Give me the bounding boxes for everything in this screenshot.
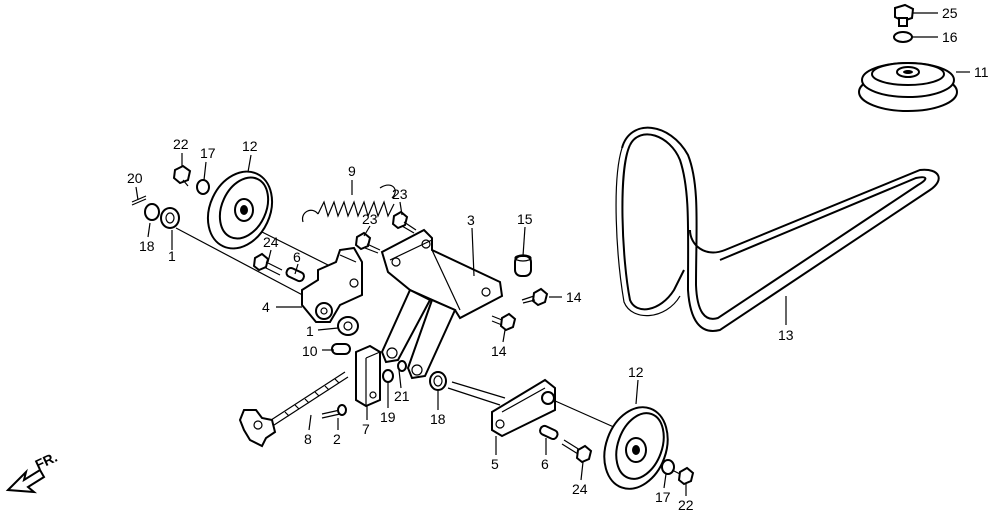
callout-1-upper: 1 bbox=[168, 248, 176, 264]
spring-9 bbox=[301, 184, 396, 223]
callout-9: 9 bbox=[348, 163, 356, 179]
callout-22-lower: 22 bbox=[678, 497, 694, 513]
callout-13: 13 bbox=[778, 327, 794, 343]
idler-bracket-5 bbox=[491, 378, 556, 438]
bolt-14-b bbox=[491, 312, 517, 332]
callout-17-lower: 17 bbox=[655, 489, 671, 505]
pulley-11 bbox=[858, 62, 958, 112]
callout-23-b: 23 bbox=[362, 211, 378, 227]
callout-12-lower: 12 bbox=[628, 364, 644, 380]
washer-18-upper bbox=[144, 203, 160, 221]
callout-3: 3 bbox=[467, 212, 475, 228]
block-7 bbox=[355, 344, 381, 408]
callout-25: 25 bbox=[942, 5, 958, 21]
callout-4: 4 bbox=[262, 299, 270, 315]
pin-2 bbox=[321, 404, 347, 419]
callout-leaders bbox=[135, 12, 970, 496]
bolt-23-a bbox=[391, 210, 417, 234]
callout-6-upper: 6 bbox=[293, 249, 301, 265]
callout-5: 5 bbox=[491, 456, 499, 472]
callout-18-lower: 18 bbox=[430, 411, 446, 427]
washer-17-lower bbox=[661, 459, 675, 475]
collar-10 bbox=[331, 343, 351, 355]
shaft bbox=[447, 387, 501, 406]
bolt-24-upper bbox=[252, 252, 283, 276]
callout-15: 15 bbox=[517, 211, 533, 227]
callout-7: 7 bbox=[362, 421, 370, 437]
direction-label: FR. bbox=[33, 449, 60, 473]
callout-20: 20 bbox=[127, 170, 143, 186]
collar-15 bbox=[514, 254, 532, 277]
bolt-22-lower bbox=[671, 466, 695, 486]
callout-14-a: 14 bbox=[566, 289, 582, 305]
callout-12-upper: 12 bbox=[242, 138, 258, 154]
washer-17-upper bbox=[196, 179, 210, 195]
washer-16 bbox=[893, 31, 913, 43]
callout-numbers: 25 16 11 13 9 22 17 12 20 18 1 24 6 4 1 … bbox=[127, 5, 989, 513]
callout-17-upper: 17 bbox=[200, 145, 216, 161]
washer-21 bbox=[397, 360, 407, 372]
main-bracket-3 bbox=[380, 228, 504, 380]
callout-8: 8 bbox=[304, 431, 312, 447]
washer-18-lower bbox=[429, 371, 447, 391]
callout-10: 10 bbox=[302, 343, 318, 359]
drive-pulley-assembly bbox=[858, 3, 958, 112]
bushing-1-lower bbox=[337, 316, 359, 336]
callout-11: 11 bbox=[974, 64, 989, 80]
callout-24-upper: 24 bbox=[263, 234, 279, 250]
callout-21: 21 bbox=[394, 388, 410, 404]
idler-pulley-12-lower bbox=[603, 406, 669, 490]
collar-6-upper bbox=[285, 266, 305, 283]
tension-arm-bracket-4 bbox=[301, 246, 363, 323]
adjusting-bolt-8 bbox=[238, 371, 349, 448]
callout-2: 2 bbox=[333, 431, 341, 447]
washer-19 bbox=[382, 369, 394, 383]
callout-14-b: 14 bbox=[491, 343, 507, 359]
callout-18-upper: 18 bbox=[139, 238, 155, 254]
callout-23-a: 23 bbox=[392, 186, 408, 202]
callout-24-lower: 24 bbox=[572, 481, 588, 497]
belt-13 bbox=[615, 126, 940, 332]
callout-1-lower: 1 bbox=[306, 323, 314, 339]
callout-19: 19 bbox=[380, 409, 396, 425]
idler-pulley-12-upper bbox=[206, 170, 274, 250]
callout-22-upper: 22 bbox=[173, 136, 189, 152]
bolt-22-upper bbox=[172, 164, 192, 187]
bushing-1-upper bbox=[160, 207, 180, 229]
bolt-14-a bbox=[521, 287, 549, 307]
bolt-23-b bbox=[354, 231, 381, 254]
callout-16: 16 bbox=[942, 29, 958, 45]
collar-6-lower bbox=[539, 424, 559, 441]
pin-20 bbox=[131, 195, 147, 206]
bolt-24-lower bbox=[561, 439, 593, 464]
front-direction-arrow: FR. bbox=[5, 449, 60, 494]
callout-6-lower: 6 bbox=[541, 456, 549, 472]
bolt-25 bbox=[894, 3, 915, 27]
